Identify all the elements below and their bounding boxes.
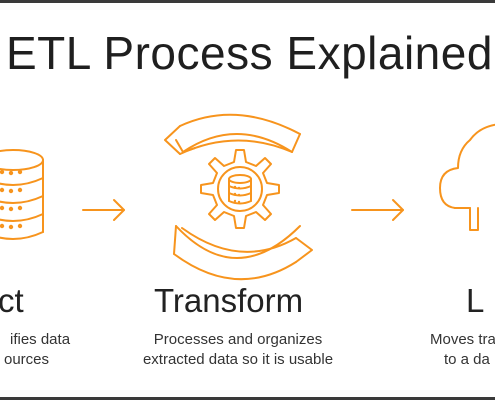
- step-desc-load-line-2: to a da: [444, 351, 490, 368]
- step-desc-extract-line-1: ifies data: [10, 331, 71, 348]
- step-desc-extract-line-2: ources: [4, 351, 50, 368]
- bottom-border: [0, 397, 495, 400]
- step-desc-load-line-1: Moves tra: [430, 331, 495, 348]
- arrow-right-icon: [82, 199, 125, 221]
- database-icon: [0, 149, 44, 240]
- gear-cycle-database-icon: [164, 113, 313, 281]
- step-desc-transform: Processes and organizes extracted data s…: [132, 330, 344, 370]
- arrow-right-icon: [351, 199, 404, 221]
- step-label-transform: Transform: [154, 282, 304, 319]
- page-title: ETL Process Explained: [6, 27, 493, 79]
- step-desc-load: Moves tra to a da: [430, 330, 495, 370]
- step-label-extract: ct: [0, 282, 24, 319]
- step-desc-transform-line-2: extracted data so it is usable: [142, 351, 334, 368]
- step-desc-transform-line-1: Processes and organizes: [153, 331, 323, 348]
- step-desc-extract: ifies data ources: [0, 330, 70, 370]
- step-label-load: L: [466, 282, 485, 319]
- cloud-icon: [439, 123, 495, 231]
- top-border: [0, 0, 495, 3]
